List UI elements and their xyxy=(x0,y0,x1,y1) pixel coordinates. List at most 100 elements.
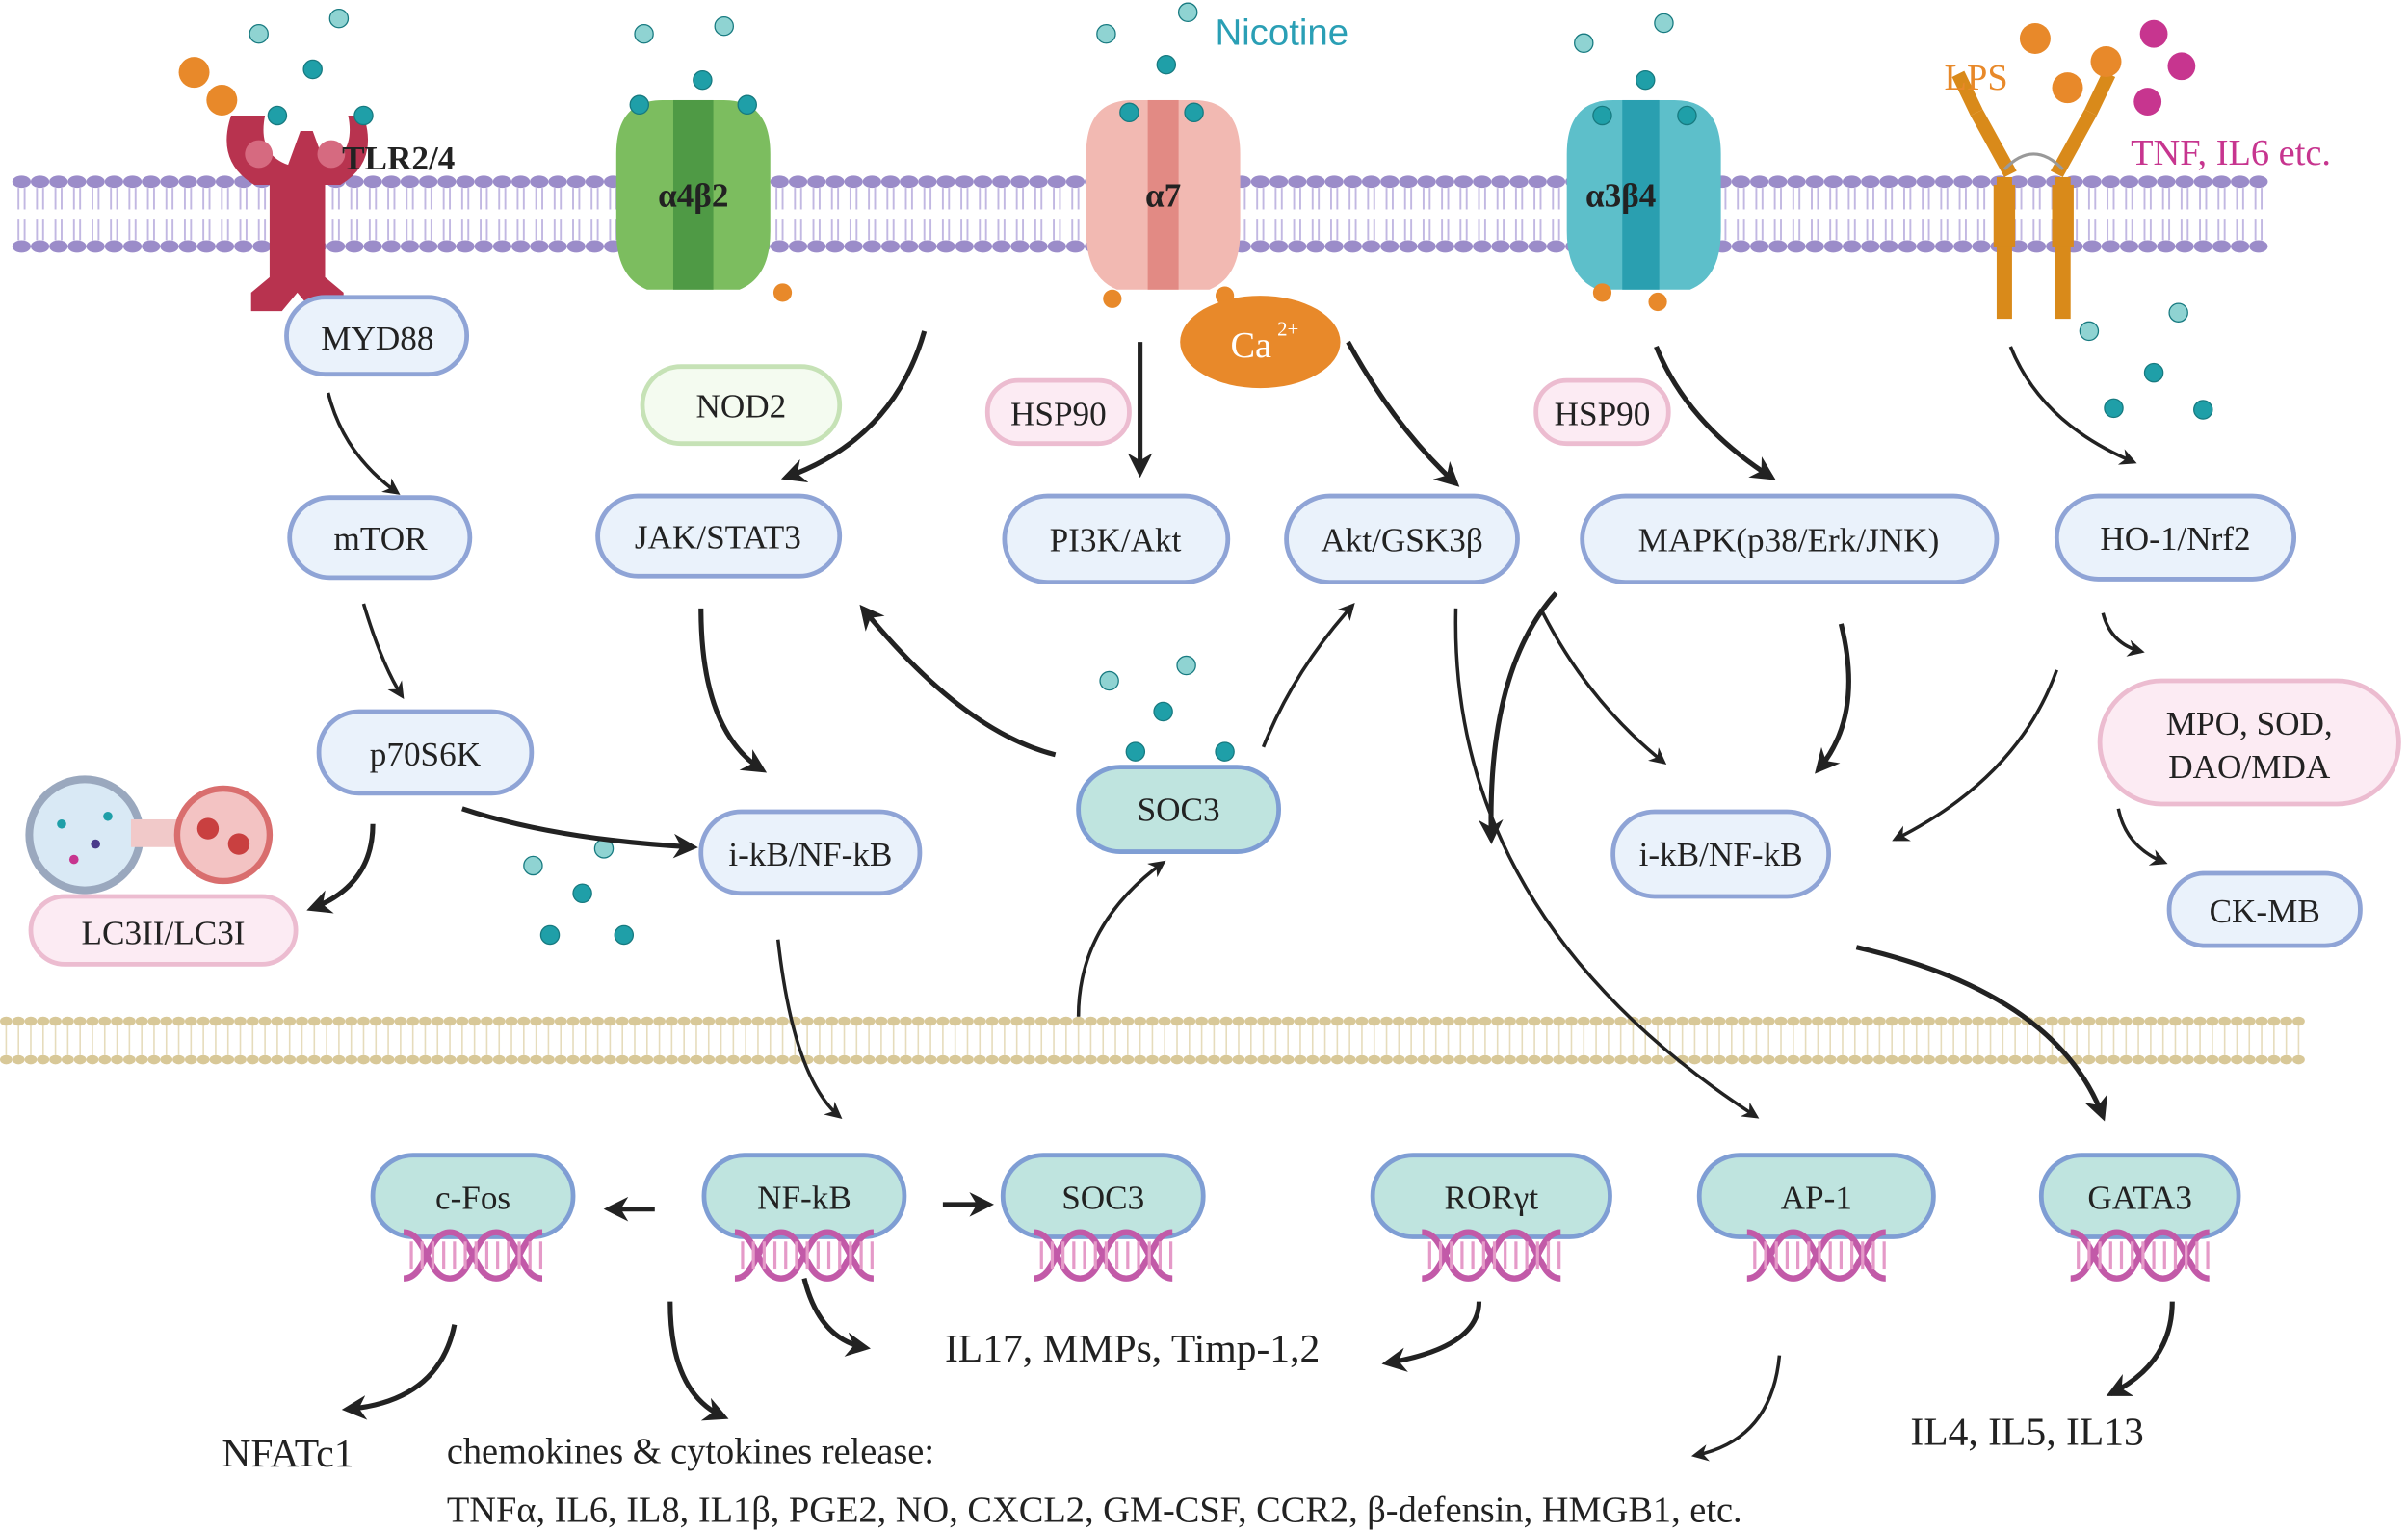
lipid-head xyxy=(2095,1016,2108,1026)
nicotine-molecule xyxy=(634,23,654,44)
lipid-head xyxy=(517,1054,531,1065)
lipid-head xyxy=(770,175,789,189)
lipid-head xyxy=(345,240,364,253)
akt-label: Akt/GSK3β xyxy=(1321,522,1482,559)
lipid-tail xyxy=(331,188,340,241)
lipid-head xyxy=(715,1054,727,1065)
lipid-head xyxy=(1565,1016,1578,1026)
lipid-head xyxy=(2206,1016,2219,1026)
lipid-head xyxy=(770,240,789,253)
lipid-head xyxy=(1836,1016,1849,1026)
p70s6k-box: p70S6K xyxy=(316,709,535,796)
lipid-head xyxy=(1768,175,1788,189)
lps-label: LPS xyxy=(1945,58,2008,98)
lipid-head xyxy=(12,175,31,189)
lipid-head xyxy=(1442,1016,1454,1026)
lipid-head xyxy=(1934,1016,1948,1026)
dna-icon xyxy=(1746,1229,1887,1282)
lipid-head xyxy=(1731,240,1751,253)
lipid-head xyxy=(1170,1054,1184,1065)
lipid-head xyxy=(1453,1054,1467,1065)
lipid-head xyxy=(98,1016,112,1026)
il4-output: IL4, IL5, IL13 xyxy=(1910,1409,2143,1453)
lipid-head xyxy=(49,175,68,189)
lipid-head xyxy=(1565,1054,1578,1065)
lipid-head xyxy=(1688,1054,1701,1065)
lipid-head xyxy=(1823,240,1843,253)
lipid-head xyxy=(1872,1016,1886,1026)
lipid-head xyxy=(1515,1016,1529,1026)
lipid-head xyxy=(1528,1054,1541,1065)
lipid-tail xyxy=(794,188,802,241)
lipid-head xyxy=(2292,1016,2305,1026)
lipid-tail xyxy=(1034,188,1043,241)
lipid-head xyxy=(715,1016,727,1026)
lipid-tail xyxy=(572,188,581,241)
lipid-tail xyxy=(1533,188,1542,241)
lipid-tail xyxy=(1922,188,1930,241)
lipid-head xyxy=(2101,240,2120,253)
nicotine-molecule xyxy=(572,883,592,904)
mtor-box: mTOR xyxy=(287,495,473,581)
pathway-arrows xyxy=(306,330,2175,1462)
tnf-label: TNF, IL6 etc. xyxy=(2131,133,2331,173)
nicotine-molecule xyxy=(1153,701,1173,722)
lipid-tail xyxy=(1367,188,1375,241)
lipid-head xyxy=(825,1054,839,1065)
lipid-head xyxy=(542,1016,555,1026)
lipid-tail xyxy=(110,188,118,241)
lipid-head xyxy=(2082,175,2102,189)
lipid-head xyxy=(456,240,475,253)
lipid-head xyxy=(850,1054,863,1065)
nicotine-molecule xyxy=(1099,670,1119,691)
lipid-head xyxy=(1934,175,1954,189)
lc3-label: LC3II/LC3I xyxy=(82,915,246,952)
lipid-head xyxy=(271,1016,284,1026)
lipid-head xyxy=(1589,1054,1603,1065)
lipid-head xyxy=(2169,1016,2182,1026)
lipid-head xyxy=(2119,1054,2133,1065)
nicotine-molecule xyxy=(2143,362,2164,383)
lipid-head xyxy=(1085,1054,1097,1065)
lipid-head xyxy=(1972,1054,1985,1065)
lipid-head xyxy=(900,175,919,189)
lipid-head xyxy=(690,1016,703,1026)
hsp90-label-1: HSP90 xyxy=(1010,395,1107,432)
akt-gsk3b-box: Akt/GSK3β xyxy=(1284,493,1520,585)
lipid-head xyxy=(1774,1016,1788,1026)
lipid-head xyxy=(332,1054,346,1065)
lipid-head xyxy=(1479,1016,1492,1026)
lipid-head xyxy=(505,1054,518,1065)
lipid-head xyxy=(813,1054,826,1065)
lipid-head xyxy=(468,1054,482,1065)
lipid-head xyxy=(1959,1016,1973,1026)
lipid-head xyxy=(1528,1016,1541,1026)
lipid-head xyxy=(653,1016,666,1026)
lipid-head xyxy=(628,1016,641,1026)
lipid-head xyxy=(1324,240,1344,253)
lipid-head xyxy=(209,1054,222,1065)
lipid-head xyxy=(327,240,346,253)
lipid-head xyxy=(844,240,863,253)
lipid-head xyxy=(184,1054,197,1065)
lipid-head xyxy=(1805,175,1824,189)
nicotine-molecule xyxy=(1177,2,1198,23)
lipid-head xyxy=(1134,1016,1147,1026)
lipid-head xyxy=(591,1016,604,1026)
lipid-head xyxy=(918,175,937,189)
lipid-head xyxy=(332,1016,346,1026)
lipid-head xyxy=(1577,1054,1590,1065)
lipid-head xyxy=(1294,1054,1307,1065)
lipid-head xyxy=(2231,1054,2243,1065)
lipid-head xyxy=(1676,1016,1689,1026)
lipid-head xyxy=(2101,175,2120,189)
lipid-head xyxy=(554,1054,567,1065)
lipid-head xyxy=(992,240,1011,253)
lipid-head xyxy=(61,1016,74,1026)
lipid-head xyxy=(1330,1054,1344,1065)
lipid-tail xyxy=(442,188,452,241)
lipid-head xyxy=(1250,240,1269,253)
lipid-head xyxy=(936,175,955,189)
nicotine-molecule xyxy=(2193,400,2213,420)
